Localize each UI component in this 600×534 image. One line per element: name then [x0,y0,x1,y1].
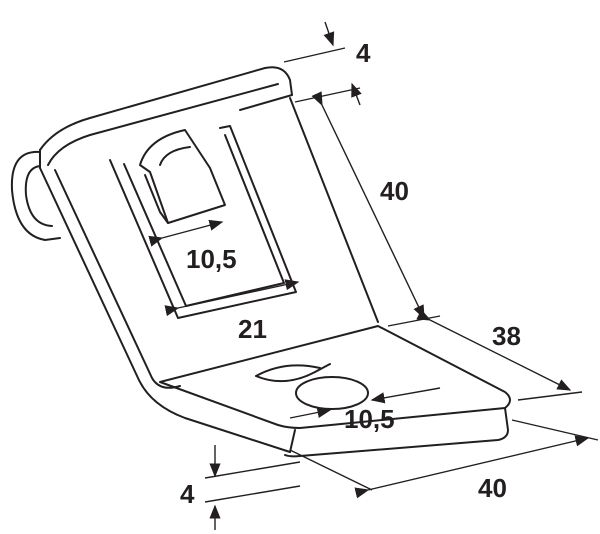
dim-slot-width: 21 [238,314,267,344]
dimension-lines [148,21,599,530]
dim-base-depth: 38 [492,321,521,351]
bracket-body [10,66,511,458]
dim-base-width: 40 [478,473,507,503]
dim-hole-diameter: 10,5 [344,404,395,434]
dim-top-thickness: 4 [356,38,371,68]
dim-vertical-height: 40 [380,176,409,206]
dim-base-thickness: 4 [180,479,195,509]
dim-inner-slot-width: 10,5 [186,244,237,274]
